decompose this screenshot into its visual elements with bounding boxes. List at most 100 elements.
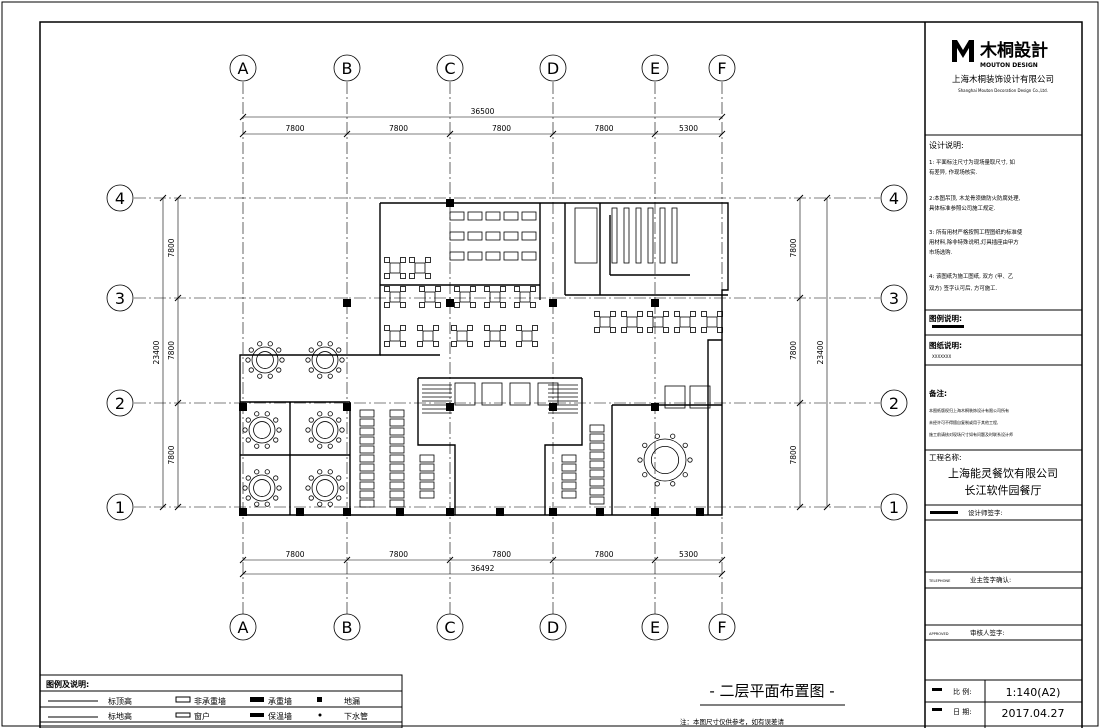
booth-seat-1-9 (389, 490, 405, 499)
remarks-line-1: 未经许可不得擅自复制或用于其他工程, (929, 419, 998, 425)
grid-bubble-col-E-bottom (641, 613, 669, 641)
booth-seat-3-0 (561, 454, 577, 463)
round-chair-2-5 (242, 427, 248, 433)
round-chair-2-2 (264, 443, 270, 449)
booth-seat-3-4 (561, 490, 577, 499)
chair-14-2 (701, 327, 707, 333)
table-square-15 (389, 262, 401, 274)
legend-sym-nonbearing-wall (175, 696, 191, 703)
dim-tick-top-1 (343, 130, 351, 138)
table-square-3 (489, 291, 501, 303)
round-table-5 (311, 474, 339, 502)
outer-wall-upper (239, 202, 729, 516)
kitchen-shelf-1 (623, 207, 630, 264)
design-note-line-5: 用材料,除非特殊说明,灯具插座由甲方 (929, 238, 1019, 246)
chair-6-0 (417, 325, 423, 331)
round-chair-6-6 (642, 442, 648, 448)
grid-label-row-1-right: 1 (889, 498, 899, 517)
table-square-1 (424, 291, 436, 303)
booth-seat-0-2 (359, 427, 375, 436)
chair-6-2 (417, 341, 423, 347)
desk-0-4 (521, 211, 537, 221)
dim-total-tick-left-1 (159, 503, 167, 511)
round-chair-6-5 (637, 457, 643, 463)
legend-sym-bearing-wall (250, 697, 264, 702)
booth-seat-2-0 (419, 454, 435, 463)
dim-total-top: 36500 (471, 107, 495, 116)
chair-0-0 (384, 286, 390, 292)
grid-label-col-A-top: A (238, 59, 249, 78)
sheet-inner-border (39, 21, 1083, 728)
kitchen-unit (574, 207, 598, 264)
round-chair-3-5 (305, 427, 311, 433)
dim-total-tick-right-0 (823, 194, 831, 202)
design-note-line-6: 市场选购. (929, 248, 953, 256)
grid-label-row-2-right: 2 (889, 394, 899, 413)
round-chair-3-3 (317, 443, 323, 449)
owner-sign-label: 业主签字确认: (970, 575, 1011, 584)
grid-bubble-row-3-right (880, 284, 908, 312)
chair-16-2 (409, 273, 415, 279)
desk-1-4 (521, 231, 537, 241)
grid-bubble-col-A-bottom (229, 613, 257, 641)
chair-4-1 (530, 286, 536, 292)
design-note-line-7: 4: 该图纸为施工图纸, 双方 (甲、乙 (929, 272, 1014, 280)
dim-tick-top-0 (239, 130, 247, 138)
designer-sign-label: 设计师签字: (968, 508, 1003, 517)
round-chair-2-7 (254, 411, 260, 417)
scale-bar-mark (932, 688, 942, 691)
round-table-1 (311, 346, 339, 374)
grid-bubble-col-C-top (436, 54, 464, 82)
booth-seat-1-10 (389, 499, 405, 508)
grid-bubble-col-D-bottom (539, 613, 567, 641)
scale-label: 比 例: (953, 687, 972, 696)
legend-title: 图例及说明: (46, 679, 89, 689)
booth-seat-4-6 (589, 478, 605, 487)
round-table-0 (251, 346, 279, 374)
company-logo: 木桐設計 (979, 40, 1048, 61)
table-square-10 (599, 316, 611, 328)
chair-2-3 (470, 302, 476, 308)
round-chair-4-6 (245, 475, 251, 481)
grid-bubble-row-1-left (106, 493, 134, 521)
dim-span-bottom-4: 5300 (679, 550, 698, 559)
dim-tick-bottom-1 (343, 556, 351, 564)
dim-span-right-1: 7800 (789, 341, 798, 360)
round-chair-6-4 (642, 472, 648, 478)
dim-total-tick-left-0 (159, 194, 167, 202)
grid-bubble-col-B-top (333, 54, 361, 82)
booth-seat-0-9 (359, 490, 375, 499)
project-title: 工程名称: (929, 452, 962, 462)
company-name: 上海木桐装饰设计有限公司 (952, 74, 1054, 85)
round-table-inner-4 (253, 479, 271, 497)
round-chair-1-1 (336, 367, 342, 373)
structural-column-17 (496, 508, 504, 516)
design-note-line-2: 2:本图吊顶, 木龙骨须做防火防腐处理, (929, 194, 1021, 202)
round-chair-3-8 (327, 411, 333, 417)
project-name-2: 长江软件园餐厅 (965, 483, 1042, 497)
dim-tick-right-3 (796, 503, 804, 511)
chair-11-2 (621, 327, 627, 333)
round-chair-1-4 (308, 367, 314, 373)
desk-1-1 (467, 231, 483, 241)
round-chair-0-8 (267, 341, 273, 347)
sofa-4 (664, 385, 686, 409)
drawing-title: - 二层平面布置图 - (709, 682, 834, 700)
round-chair-0-5 (245, 357, 251, 363)
chair-8-2 (484, 341, 490, 347)
chair-4-3 (530, 302, 536, 308)
dim-span-top-0: 7800 (285, 124, 304, 133)
sofa-3 (537, 382, 559, 406)
grid-bubble-row-3-left (106, 284, 134, 312)
booth-seat-0-6 (359, 463, 375, 472)
kitchen-shelf-5 (671, 207, 678, 264)
chair-3-1 (500, 286, 506, 292)
booth-seat-1-8 (389, 481, 405, 490)
design-notes-title: 设计说明: (929, 140, 964, 150)
legend-sym-drain-pipe (318, 713, 322, 717)
round-chair-4-3 (254, 501, 260, 507)
chair-10-2 (594, 327, 600, 333)
round-chair-0-9 (276, 347, 282, 353)
round-chair-6-7 (654, 433, 660, 439)
